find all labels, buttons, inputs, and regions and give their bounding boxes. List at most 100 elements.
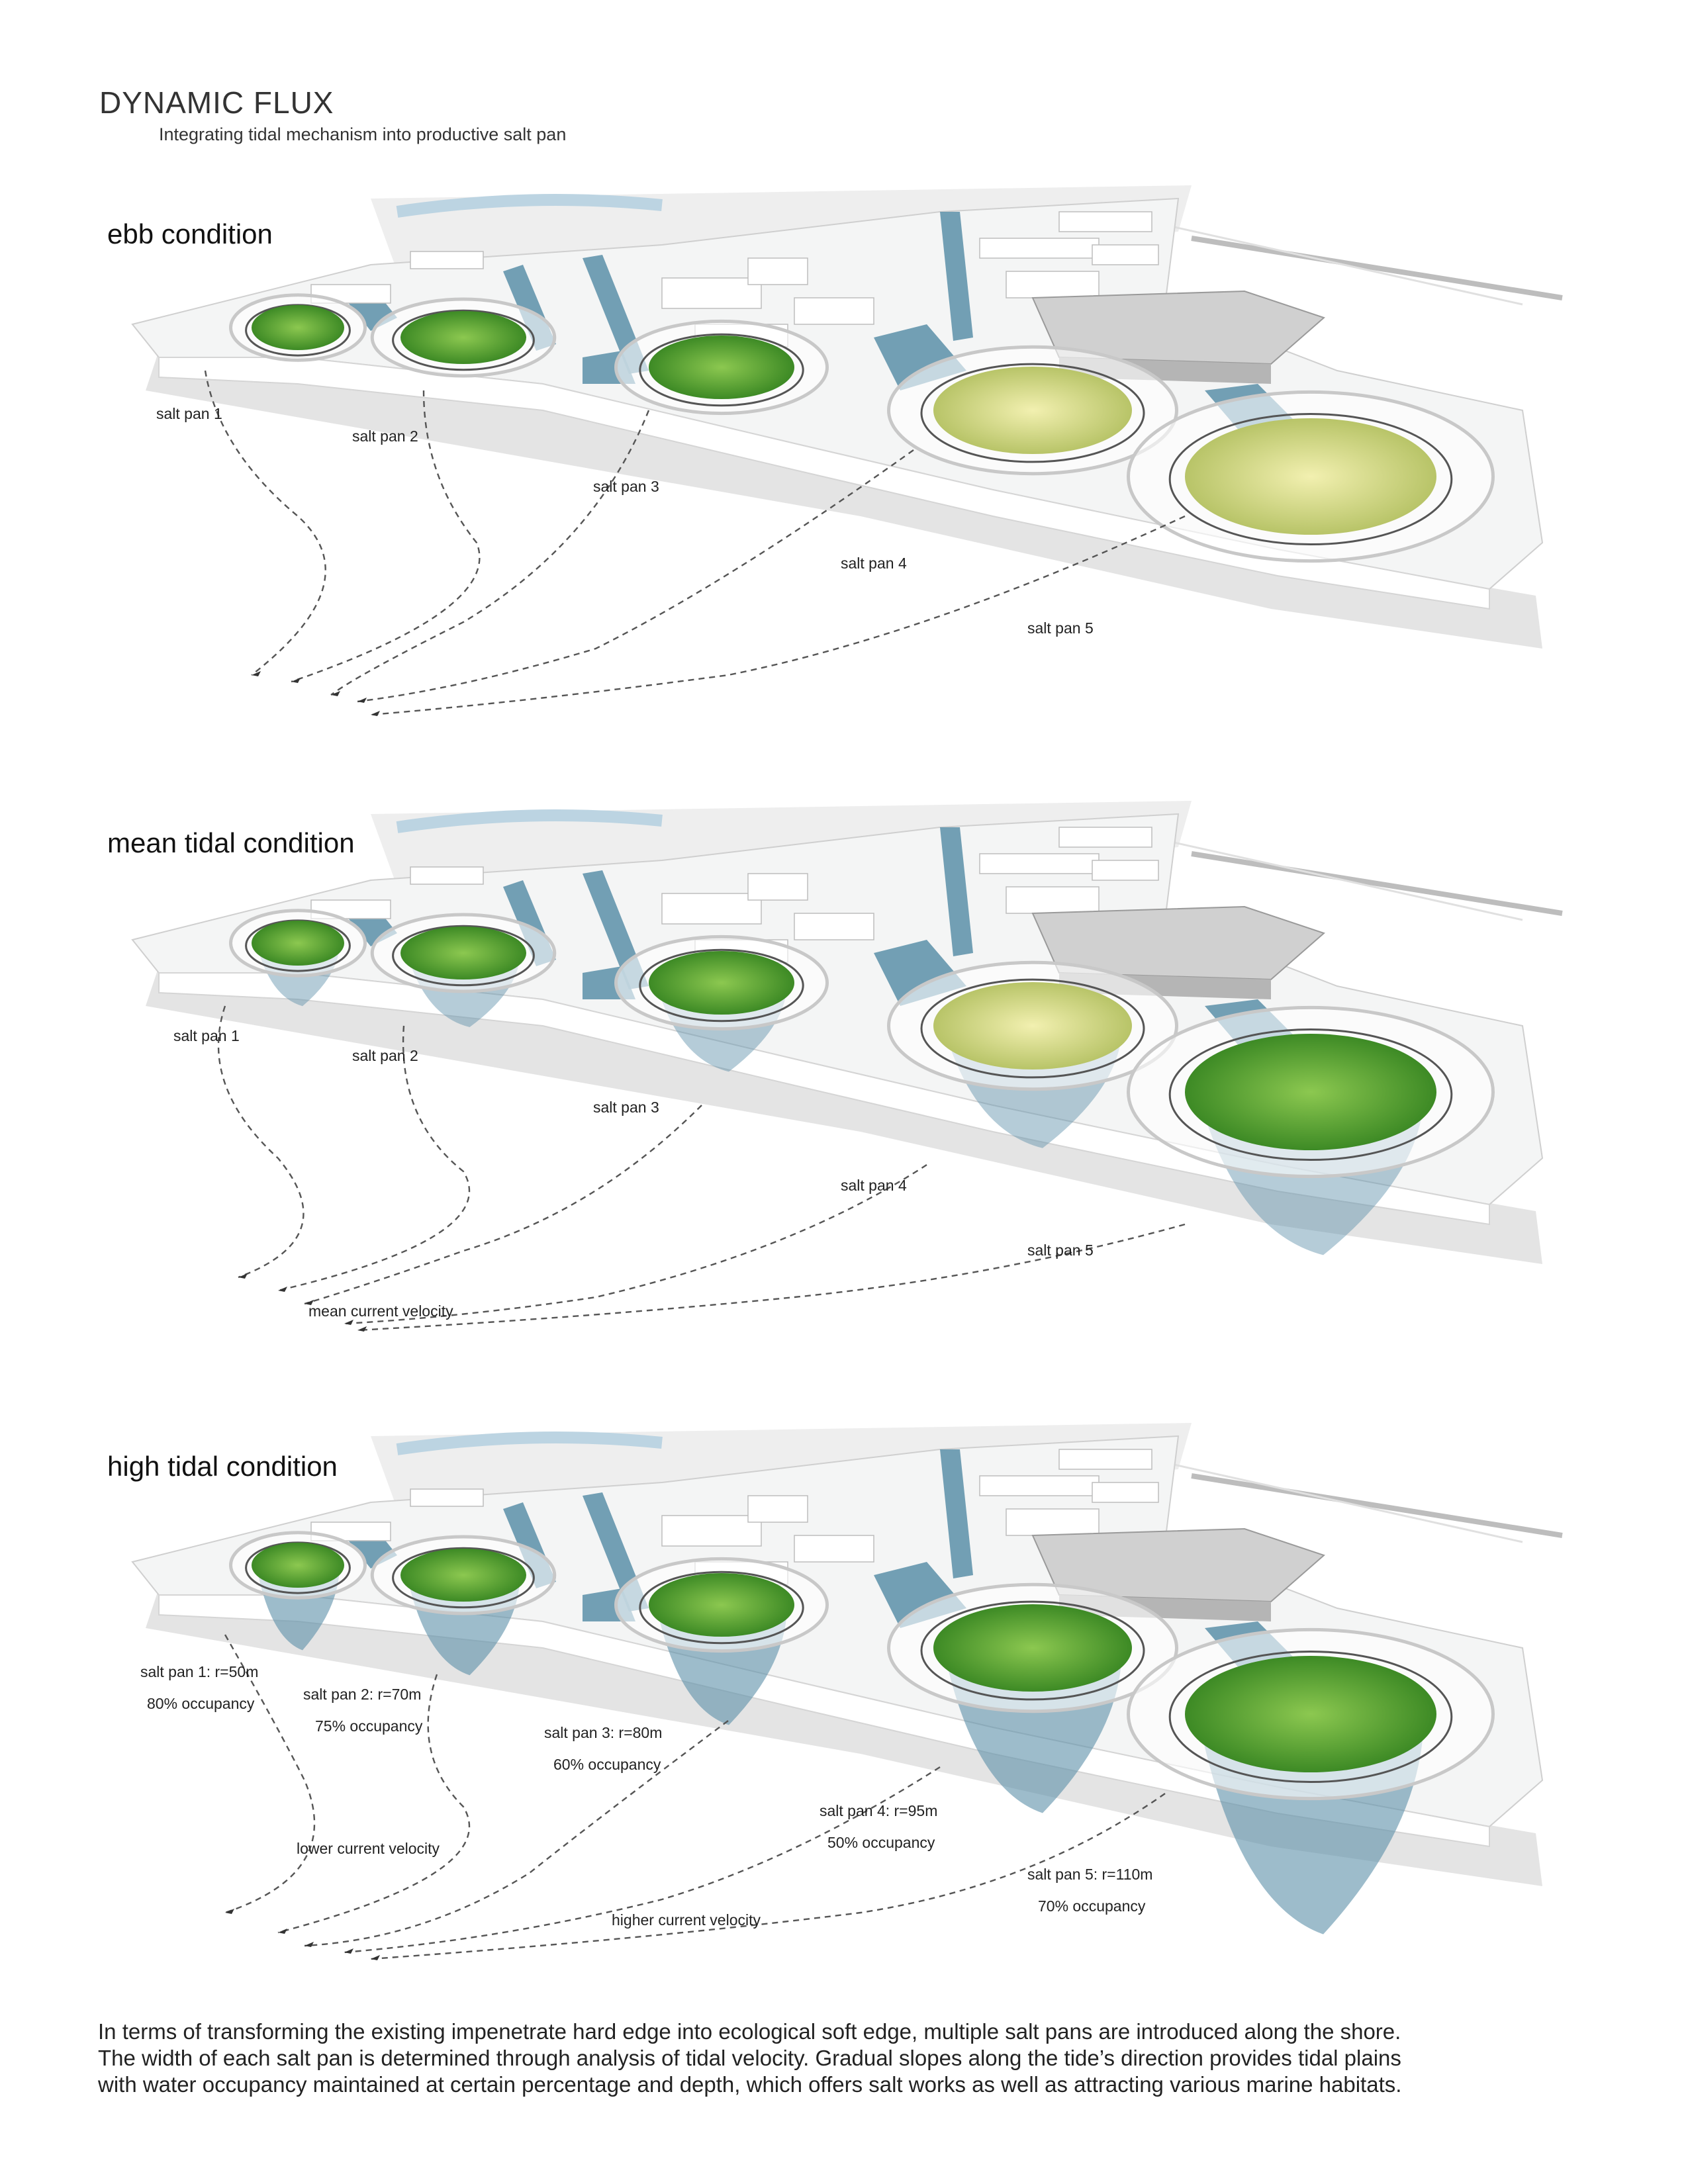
ebb-diagram bbox=[131, 185, 1563, 716]
building-block bbox=[747, 873, 808, 901]
salt-pan-surface bbox=[649, 951, 794, 1015]
tidal-flow-line bbox=[344, 1766, 941, 1954]
pan-inner-ring bbox=[245, 1541, 351, 1594]
panel-title: high tidal condition bbox=[107, 1451, 338, 1482]
pan-spec-occupancy: 75% occupancy bbox=[315, 1717, 423, 1735]
pan-spec-name: salt pan 2: r=70m bbox=[303, 1686, 422, 1703]
tidal-flow-line bbox=[370, 515, 1186, 716]
pan-inner-ring bbox=[639, 1570, 804, 1645]
tidal-flow-line bbox=[357, 449, 914, 703]
flow-arrowhead bbox=[225, 1909, 234, 1914]
pan-inner-ring bbox=[245, 919, 351, 972]
flow-arrowhead bbox=[278, 1929, 287, 1934]
tidal-flow-line bbox=[224, 1634, 316, 1914]
salt-pan-surface bbox=[400, 311, 526, 364]
pan-inner-ring bbox=[1168, 1028, 1453, 1161]
panel-title: ebb condition bbox=[107, 218, 273, 250]
platform-shadow bbox=[146, 966, 1542, 1264]
platform-edge bbox=[158, 357, 1490, 610]
river bbox=[396, 1432, 663, 1455]
flow-arrowhead bbox=[305, 1300, 314, 1305]
salt-pan-surface bbox=[933, 982, 1132, 1069]
flow-arrowhead bbox=[252, 671, 261, 676]
velocity-label-lower: lower current velocity bbox=[297, 1840, 440, 1857]
salt-pan-surface bbox=[649, 336, 794, 399]
velocity-label: mean current velocity bbox=[308, 1302, 453, 1320]
building-block bbox=[661, 277, 762, 309]
page-subtitle: Integrating tidal mechanism into product… bbox=[159, 124, 567, 144]
flow-arrowhead bbox=[344, 1948, 353, 1954]
pan-spec-occupancy: 50% occupancy bbox=[827, 1834, 935, 1851]
pan-inner-ring bbox=[392, 1547, 535, 1609]
tidal-flow-line bbox=[291, 390, 481, 683]
water-channel bbox=[940, 1449, 973, 1578]
pan-label: salt pan 1 bbox=[173, 1027, 240, 1044]
panel-high: high tidal condition salt pan 1: r=50m 8… bbox=[0, 1410, 1688, 1992]
building-block bbox=[1058, 211, 1152, 232]
building-block bbox=[661, 1515, 762, 1547]
salt-pan-surface bbox=[400, 927, 526, 979]
pan-spec-name: salt pan 3: r=80m bbox=[544, 1724, 663, 1741]
building-block bbox=[410, 1488, 484, 1507]
flow-arrowhead bbox=[305, 1942, 314, 1947]
building-block bbox=[1092, 860, 1159, 881]
page-title: DYNAMIC FLUX bbox=[99, 85, 334, 120]
pan-spec-name: salt pan 5: r=110m bbox=[1027, 1866, 1153, 1883]
pan-inner-ring bbox=[920, 1600, 1145, 1701]
pan-spec-name: salt pan 4: r=95m bbox=[820, 1802, 938, 1819]
flow-arrowhead bbox=[331, 691, 340, 696]
pan-inner-ring bbox=[639, 948, 804, 1023]
pan-spec: salt pan 3: r=80m 60% occupancy bbox=[544, 1717, 662, 1780]
salt-pan-surface bbox=[252, 305, 344, 350]
building-block bbox=[1006, 1508, 1100, 1536]
road-line bbox=[1164, 839, 1523, 921]
river bbox=[396, 809, 663, 833]
tidal-flow-line bbox=[330, 410, 650, 696]
pan-spec: salt pan 2: r=70m 75% occupancy bbox=[303, 1678, 422, 1742]
platform-edge bbox=[158, 972, 1490, 1226]
salt-pan-surface bbox=[400, 1549, 526, 1602]
building-block bbox=[979, 1475, 1100, 1496]
tidal-flow-line bbox=[217, 1005, 305, 1279]
building-block bbox=[410, 251, 484, 269]
building-block bbox=[979, 853, 1100, 874]
description-line: In terms of transforming the existing im… bbox=[98, 2019, 1401, 2044]
building-block bbox=[794, 913, 874, 940]
pan-spec: salt pan 1: r=50m 80% occupancy bbox=[140, 1656, 258, 1719]
pan-label: salt pan 5 bbox=[1027, 1242, 1094, 1259]
pan-spec-occupancy: 60% occupancy bbox=[553, 1756, 661, 1773]
pan-spec-name: salt pan 1: r=50m bbox=[140, 1663, 259, 1680]
flow-arrowhead bbox=[371, 711, 380, 716]
salt-pan-surface bbox=[252, 1543, 344, 1588]
tidal-flow-line bbox=[357, 1223, 1186, 1332]
flow-arrowhead bbox=[357, 1326, 367, 1332]
velocity-label-higher: higher current velocity bbox=[612, 1911, 761, 1929]
flow-arrowhead bbox=[238, 1273, 248, 1279]
pan-label: salt pan 1 bbox=[156, 405, 222, 422]
pan-spec: salt pan 5: r=110m 70% occupancy bbox=[1027, 1858, 1152, 1922]
pan-spec: salt pan 4: r=95m 50% occupancy bbox=[820, 1795, 937, 1858]
tidal-flow-line bbox=[277, 1674, 471, 1934]
pan-label: salt pan 3 bbox=[593, 1099, 659, 1116]
pan-label: salt pan 4 bbox=[841, 555, 907, 572]
building-block bbox=[661, 893, 762, 925]
pan-spec-occupancy: 80% occupancy bbox=[147, 1695, 255, 1712]
building-block bbox=[979, 238, 1100, 259]
building-block bbox=[1006, 271, 1100, 298]
pan-inner-ring bbox=[245, 304, 351, 357]
description-line: with water occupancy maintained at certa… bbox=[98, 2072, 1402, 2097]
pan-label: salt pan 2 bbox=[352, 428, 418, 445]
platform-shadow bbox=[146, 351, 1542, 649]
building-block bbox=[1092, 244, 1159, 265]
panel-title: mean tidal condition bbox=[107, 827, 355, 858]
pan-inner-ring bbox=[392, 309, 535, 371]
building-block bbox=[794, 1535, 874, 1563]
description-text: In terms of transforming the existing im… bbox=[98, 2019, 1594, 2098]
pan-inner-ring bbox=[1168, 412, 1453, 546]
pan-spec-occupancy: 70% occupancy bbox=[1038, 1897, 1146, 1915]
building-block bbox=[410, 866, 484, 885]
tidal-flow-line bbox=[204, 370, 326, 676]
salt-pan-surface bbox=[1185, 418, 1436, 535]
flow-arrowhead bbox=[344, 1320, 353, 1325]
building-block bbox=[794, 297, 874, 325]
